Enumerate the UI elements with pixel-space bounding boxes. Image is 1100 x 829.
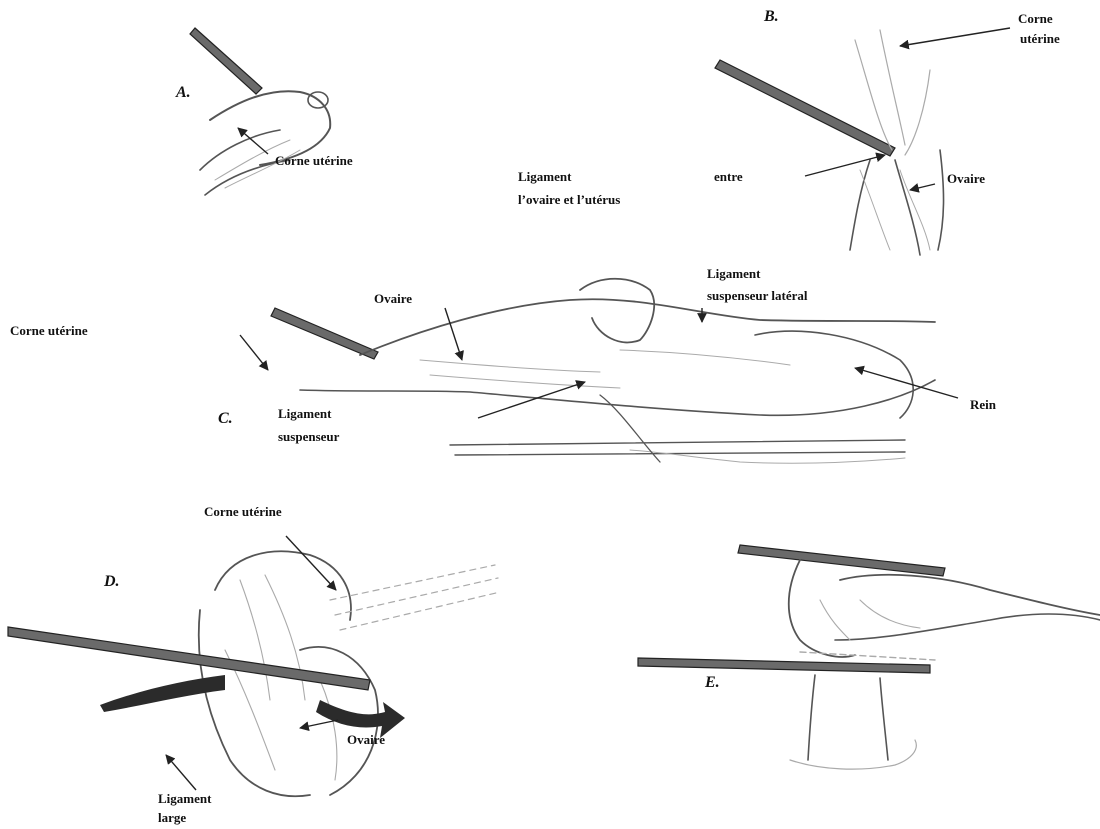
label-c-ligament-suspenseur-line2: suspenseur	[278, 428, 339, 446]
forceps-c	[271, 308, 378, 359]
label-b-corne-line1: Corne	[1018, 10, 1053, 28]
label-c-ovaire: Ovaire	[374, 290, 412, 308]
label-c-ligament-lateral-line2: suspenseur latéral	[707, 287, 808, 305]
label-d-corne-uterine: Corne utérine	[204, 503, 282, 521]
label-d-ligament-line1: Ligament	[158, 790, 211, 808]
panel-label-c: C.	[218, 410, 233, 428]
arrow-b-corne	[900, 28, 1010, 46]
arrow-b-ligament	[805, 155, 885, 176]
label-a-corne-uterine: Corne utérine	[275, 152, 353, 170]
clamp-e-bottom	[638, 658, 930, 673]
arrow-c-corne	[240, 335, 268, 370]
panel-label-b: B.	[764, 8, 779, 26]
label-b-corne-line2: utérine	[1020, 30, 1060, 48]
panel-label-e: E.	[705, 674, 720, 692]
label-c-ligament-suspenseur-line1: Ligament	[278, 405, 331, 423]
forceps-b	[715, 60, 895, 156]
arrow-c-ligament-suspenseur	[478, 382, 585, 418]
label-b-entre: entre	[714, 168, 743, 186]
forceps-a	[190, 28, 262, 94]
panel-label-a: A.	[176, 84, 191, 102]
panel-b-drawing	[715, 30, 944, 255]
arrow-d-ligament-large	[166, 755, 196, 790]
label-d-ovaire: Ovaire	[347, 731, 385, 749]
label-b-ligament-line2: l’ovaire et l’utérus	[518, 191, 620, 209]
arrow-b-ovaire	[910, 184, 935, 190]
label-c-corne-uterine: Corne utérine	[10, 322, 88, 340]
arrow-d-ovaire	[300, 720, 338, 728]
panel-label-d: D.	[104, 573, 120, 591]
label-b-ligament-line1: Ligament	[518, 168, 571, 186]
clamp-e-top	[738, 545, 945, 576]
label-d-ligament-line2: large	[158, 809, 186, 827]
panel-d-drawing	[8, 551, 500, 796]
label-b-ovaire: Ovaire	[947, 170, 985, 188]
label-c-ligament-lateral-line1: Ligament	[707, 265, 760, 283]
forceps-d	[8, 627, 370, 690]
arrow-c-ovaire	[445, 308, 462, 360]
arrow-d-corne	[286, 536, 336, 590]
panel-c-drawing	[271, 279, 935, 463]
panel-e-drawing	[638, 545, 1100, 769]
label-c-rein: Rein	[970, 396, 996, 414]
